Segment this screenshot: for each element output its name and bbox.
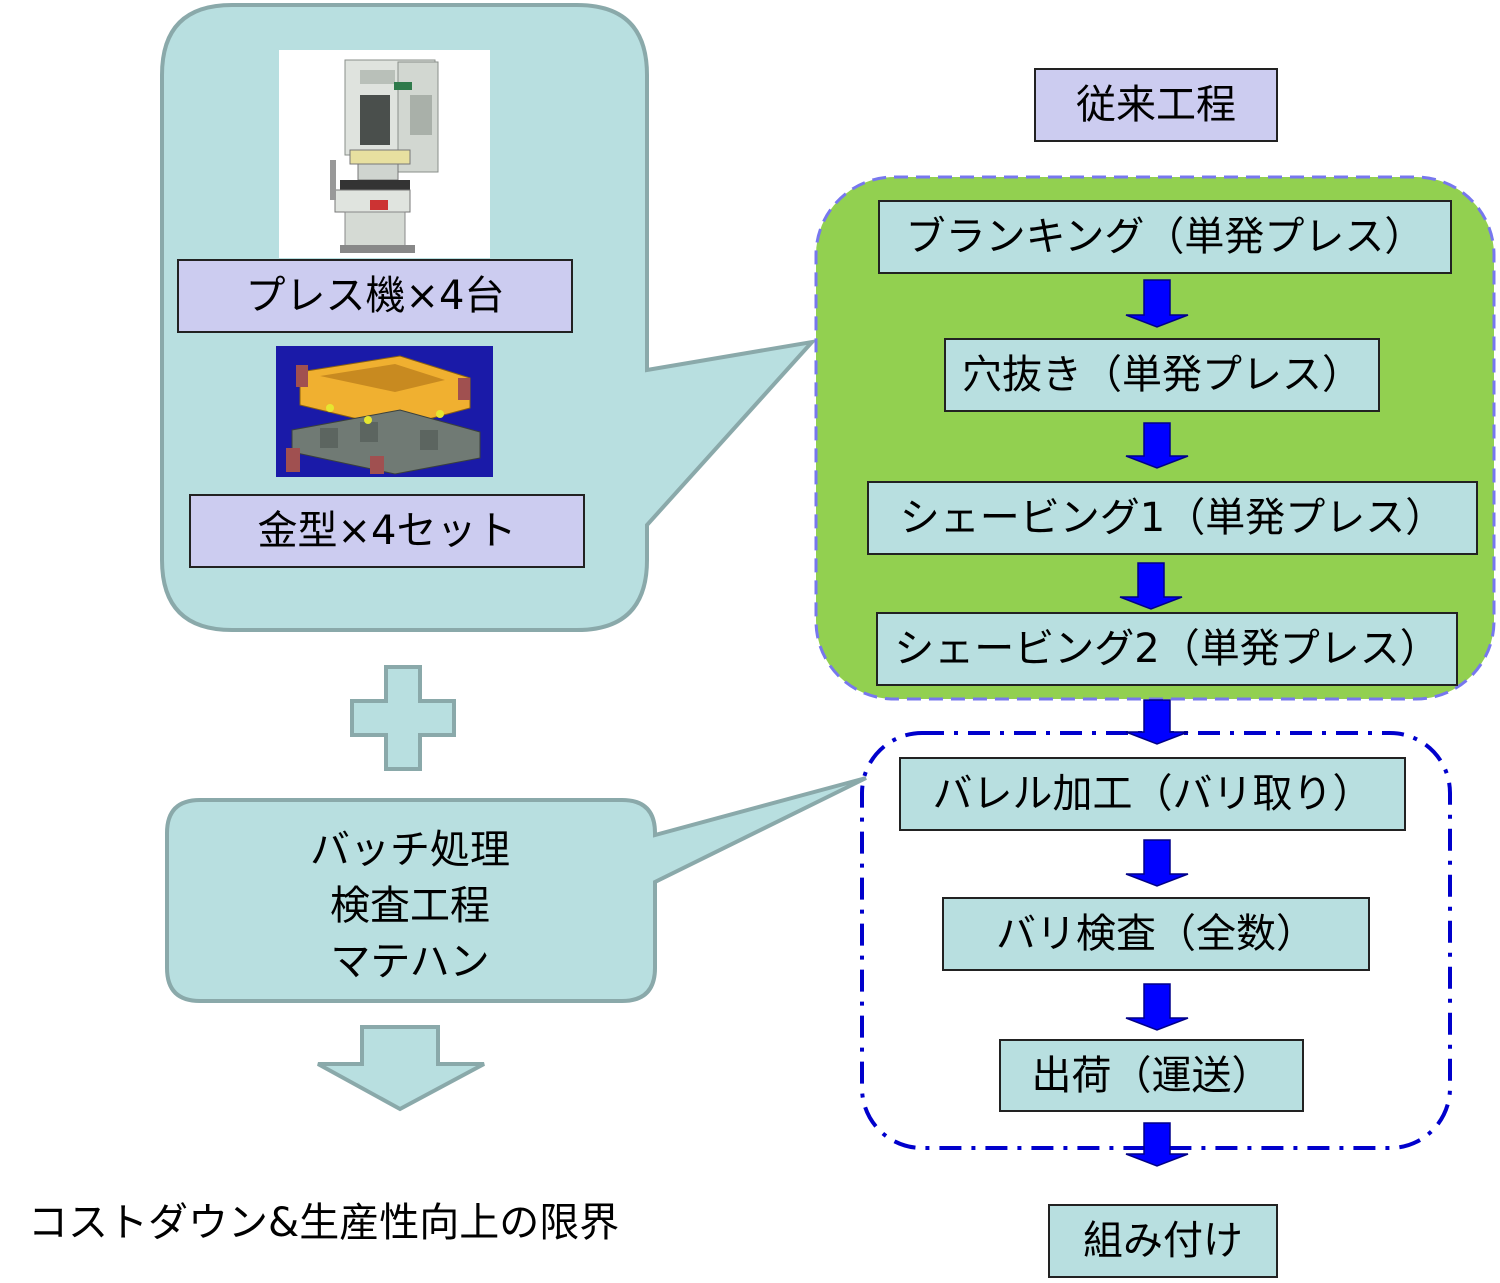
step-piercing-text: 穴抜き（単発プレス） [962, 352, 1362, 398]
plus-icon [350, 665, 456, 771]
process-title: 従来工程 [1034, 68, 1278, 142]
step-blanking: ブランキング（単発プレス） [878, 200, 1452, 274]
step-shaving-2-text: シェービング2（単発プレス） [894, 626, 1440, 672]
step-blanking-text: ブランキング（単発プレス） [905, 214, 1425, 260]
step-barrel-text: バレル加工（バリ取り） [932, 771, 1373, 817]
flow-arrow-6 [1125, 983, 1189, 1031]
issues-callout-bubble [165, 776, 867, 1003]
mold-3d-render [276, 346, 493, 477]
process-title-text: 従来工程 [1076, 82, 1236, 128]
press-machine-label-text: プレス機×4台 [245, 273, 505, 319]
step-assembly: 組み付け [1048, 1204, 1278, 1278]
flow-arrow-3 [1119, 562, 1183, 610]
footer-limit-text: コストダウン&生産性向上の限界 [28, 1200, 620, 1246]
issues-callout-text: バッチ処理 検査工程 マテハン [170, 822, 650, 990]
press-machine-label: プレス機×4台 [177, 259, 573, 333]
step-shaving-2: シェービング2（単発プレス） [876, 612, 1458, 686]
flow-arrow-2 [1125, 422, 1189, 469]
step-assembly-text: 組み付け [1083, 1218, 1243, 1264]
step-burr-inspection: バリ検査（全数） [942, 897, 1370, 971]
callout-line-inspection: 検査工程 [330, 883, 490, 929]
step-piercing: 穴抜き（単発プレス） [944, 338, 1380, 412]
callout-line-batch: バッチ処理 [310, 827, 510, 873]
flow-arrow-4 [1125, 699, 1189, 745]
flow-arrow-1 [1125, 279, 1189, 328]
step-shaving-1: シェービング1（単発プレス） [867, 481, 1478, 555]
mold-label: 金型×4セット [189, 494, 585, 568]
down-arrow-icon [317, 1025, 485, 1112]
step-shaving-1-text: シェービング1（単発プレス） [899, 495, 1446, 541]
step-barrel: バレル加工（バリ取り） [899, 757, 1406, 831]
press-machine-photo [279, 50, 490, 258]
flow-arrow-5 [1125, 839, 1189, 887]
step-shipping: 出荷（運送） [999, 1039, 1304, 1112]
callout-line-material-handling: マテハン [330, 939, 490, 985]
step-burr-inspection-text: バリ検査（全数） [996, 911, 1316, 957]
mold-label-text: 金型×4セット [257, 508, 517, 554]
flow-arrow-7 [1125, 1122, 1189, 1167]
step-shipping-text: 出荷（運送） [1031, 1052, 1272, 1099]
